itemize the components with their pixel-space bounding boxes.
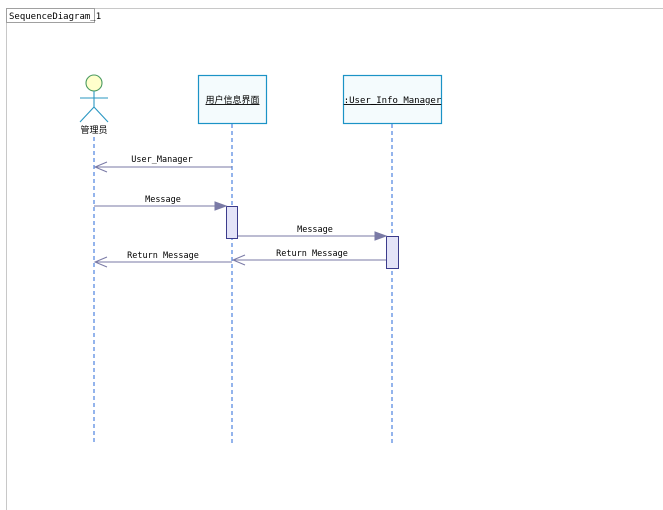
frame-name-tab[interactable] [6, 8, 95, 23]
activation-bar-user-info-manager[interactable] [386, 236, 399, 269]
lifeline-box-user-info-manager[interactable] [342, 74, 443, 125]
filled-arrowhead-icon [214, 201, 228, 211]
lifeline-label-user-info-ui: 用户信息界面 [205, 94, 259, 106]
message-return-manager-to-ui[interactable]: Return Message [231, 249, 386, 266]
message-return-ui-to-actor[interactable]: Return Message [93, 251, 232, 268]
diagram-frame [6, 8, 663, 510]
message-label: Return Message [276, 249, 348, 259]
frame-name-label: SequenceDiagram_1 [9, 12, 101, 22]
message-user-manager[interactable]: User_Manager [93, 155, 232, 173]
lifeline-label-user-info-manager: :User_Info_Manager [344, 96, 442, 106]
actor-left-leg [79, 106, 95, 123]
activation-bar-user-info-ui[interactable] [226, 206, 238, 239]
message-label: Return Message [127, 251, 199, 261]
message-label: User_Manager [131, 155, 192, 165]
open-arrowhead-icon [231, 254, 246, 266]
open-arrowhead-icon [93, 256, 108, 268]
message-label: Message [297, 225, 333, 235]
message-actor-to-ui[interactable]: Message [94, 195, 228, 211]
actor-admin[interactable]: 管理员 [79, 74, 109, 136]
open-arrowhead-icon [93, 161, 108, 173]
filled-arrowhead-icon [374, 231, 388, 241]
actor-right-leg [93, 106, 109, 123]
message-ui-to-manager[interactable]: Message [238, 225, 388, 241]
actor-head-icon [85, 74, 103, 92]
actor-name-label: 管理员 [80, 124, 107, 136]
message-label: Message [145, 195, 181, 205]
lifeline-box-user-info-ui[interactable] [197, 74, 268, 125]
